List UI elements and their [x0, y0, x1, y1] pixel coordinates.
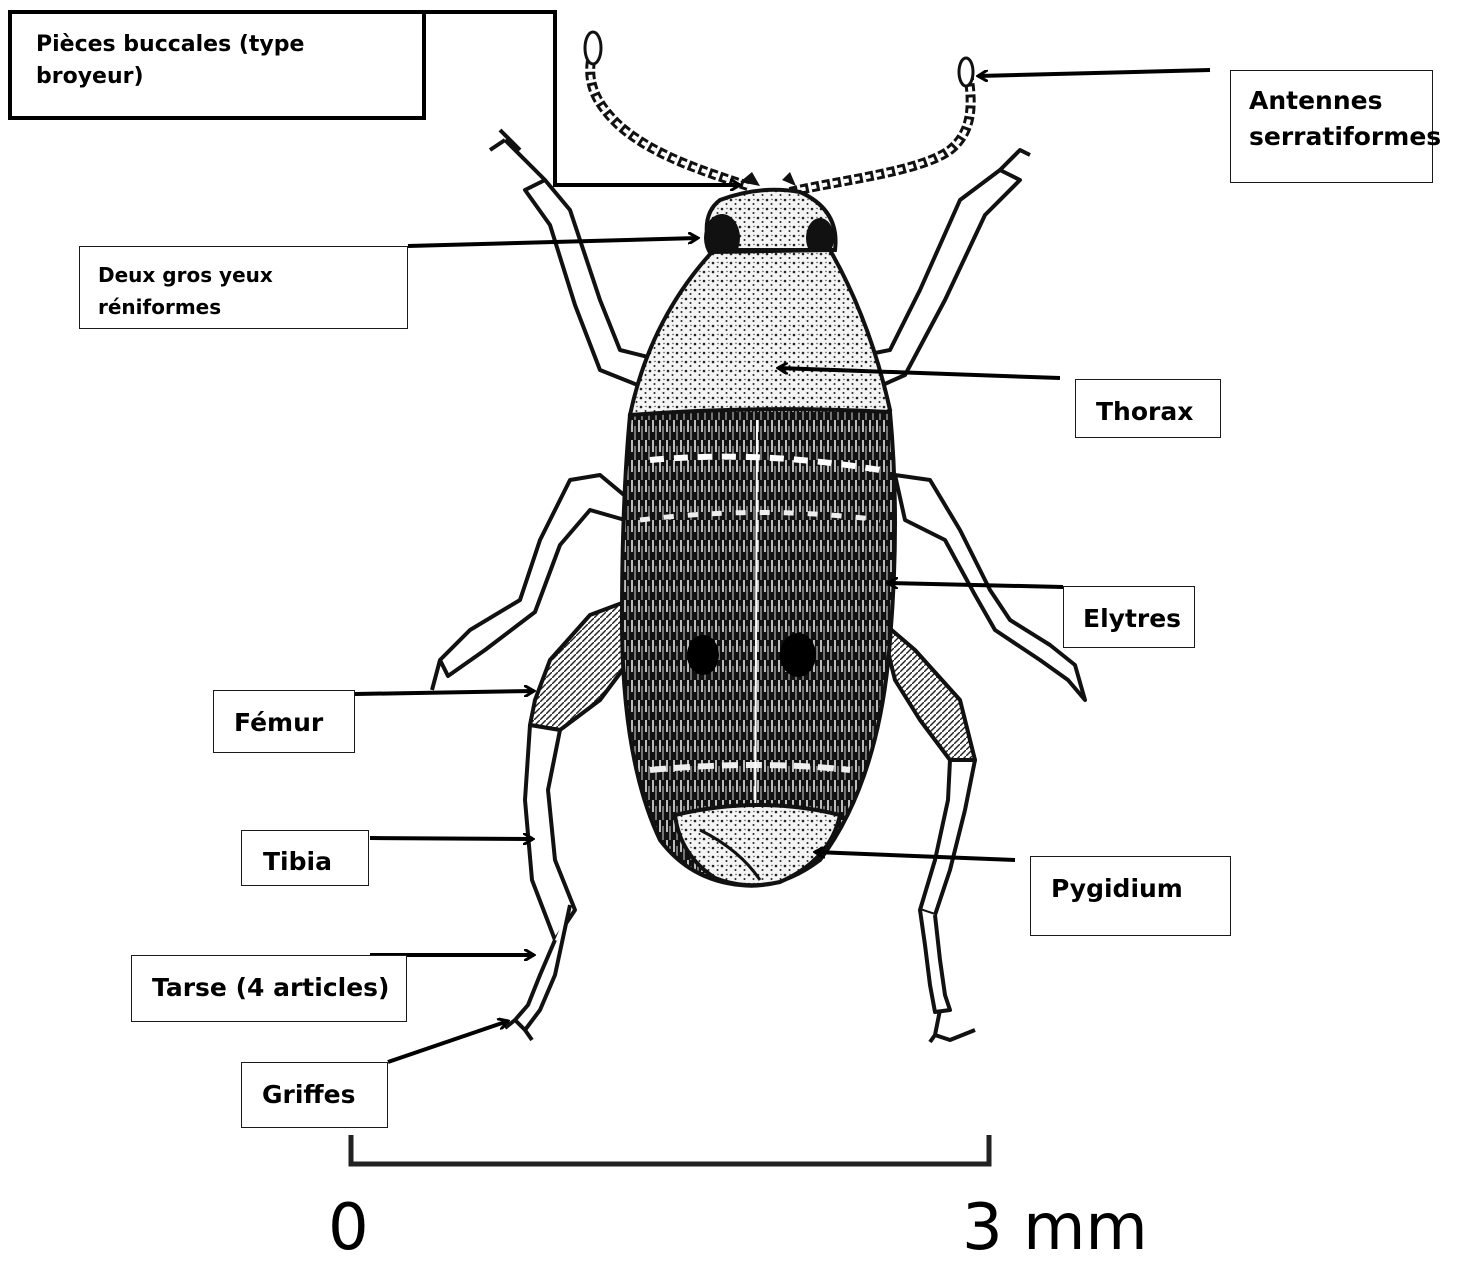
scale-bar	[351, 1135, 989, 1164]
label-thorax-text: Thorax	[1096, 397, 1193, 426]
label-claws-text: Griffes	[262, 1080, 356, 1109]
label-pygidium: Pygidium	[1030, 856, 1231, 936]
label-eyes-text: Deux gros yeux réniformes	[98, 263, 273, 319]
label-eyes: Deux gros yeux réniformes	[79, 246, 408, 329]
label-tarsus-text: Tarse (4 articles)	[152, 973, 389, 1002]
label-elytra-text: Elytres	[1083, 604, 1181, 633]
label-mouthparts-text: Pièces buccales (type broyeur)	[36, 32, 304, 89]
label-thorax: Thorax	[1075, 379, 1221, 438]
label-elytra: Elytres	[1063, 586, 1195, 648]
label-mouthparts: Pièces buccales (type broyeur)	[8, 10, 426, 120]
pygidium-leader	[815, 852, 1015, 860]
femur-leader	[355, 691, 534, 694]
tibia-leader	[370, 838, 533, 839]
label-tibia-text: Tibia	[263, 847, 332, 876]
label-pygidium-text: Pygidium	[1051, 874, 1183, 903]
label-antennae-text: Antennes serratiformes	[1249, 86, 1441, 151]
label-claws: Griffes	[241, 1062, 388, 1128]
label-femur-text: Fémur	[234, 708, 323, 737]
scale-start-label: 0	[328, 1196, 369, 1260]
antennae	[585, 32, 973, 192]
beetle-thorax	[630, 250, 890, 432]
label-tarsus: Tarse (4 articles)	[131, 955, 407, 1022]
label-tibia: Tibia	[241, 830, 369, 886]
claws-leader	[388, 1021, 508, 1062]
label-femur: Fémur	[213, 690, 355, 753]
label-antennae: Antennes serratiformes	[1230, 70, 1433, 183]
scale-end-label: 3 mm	[962, 1196, 1148, 1260]
elytra-leader	[888, 583, 1063, 587]
antennae-leader	[978, 70, 1210, 76]
